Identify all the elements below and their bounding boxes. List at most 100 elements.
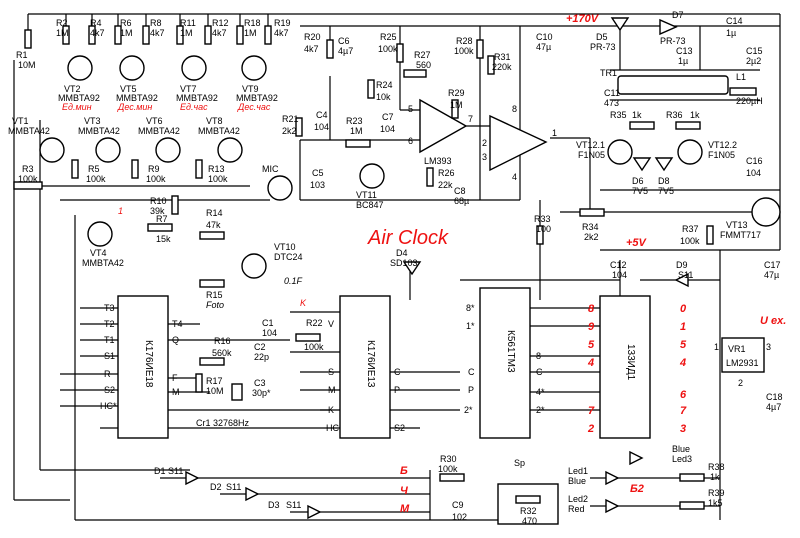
- c2-ref: C2: [254, 342, 266, 352]
- ic1-name: К176ИЕ18: [143, 340, 154, 388]
- resistor-r23-body: [345, 139, 371, 148]
- amp-pin-4: 4: [512, 172, 517, 182]
- lm393-label: LM393: [424, 156, 452, 166]
- ic1-pin-t3: T3: [104, 303, 115, 313]
- d4-ref: D4: [396, 248, 408, 258]
- r19-ref: R19: [274, 18, 291, 28]
- ic3-k561tm3-body: [479, 287, 531, 439]
- vt9-ref: VT9: [242, 84, 259, 94]
- microphone-symbol: [267, 175, 293, 201]
- c17-ref: C17: [764, 260, 781, 270]
- r36-ref: R36: [666, 110, 683, 120]
- r34-value: 2k2: [584, 232, 599, 242]
- resistor-r15-body: [199, 279, 225, 288]
- vt8-ref: VT8: [206, 116, 223, 126]
- c7-value: 104: [380, 124, 395, 134]
- resistor-r12-body: [204, 25, 212, 45]
- r31-ref: R31: [494, 52, 511, 62]
- mid-transistor-group: [13, 137, 321, 401]
- zener-d8-symbol: [654, 157, 674, 172]
- r16-ref: R16: [214, 336, 231, 346]
- r35-ref: R35: [610, 110, 627, 120]
- resistor-r5-body: [71, 159, 79, 179]
- diode-d5-symbol: [610, 17, 630, 32]
- ic1-pin-q: Q: [172, 335, 179, 345]
- d5-part: PR-73: [590, 42, 616, 52]
- resistor-r20-body: [326, 39, 334, 59]
- c10-value: 47µ: [536, 42, 551, 52]
- r39-ref: R39: [708, 488, 725, 498]
- c16-ref: C16: [746, 156, 763, 166]
- ic4-pin-right-7: 7: [680, 405, 687, 417]
- r21-value: 2k2: [282, 126, 297, 136]
- vr1-part: LM2931: [726, 358, 759, 368]
- ic4-pin-right-4: 4: [679, 357, 686, 369]
- vt11-ref: VT11: [356, 190, 377, 200]
- r14-ref: R14: [206, 208, 223, 218]
- r24-value: 10k: [376, 92, 391, 102]
- lm393-opamp-a: [419, 98, 468, 154]
- vt12-1-ref: VT12.1: [576, 140, 605, 150]
- ic1-pin-s2: S2: [104, 385, 115, 395]
- d5-ref: D5: [596, 32, 608, 42]
- d8-value: 7V5: [658, 186, 674, 196]
- vt8-part: MMBTA42: [198, 126, 240, 136]
- resistor-r7-body: [147, 223, 173, 232]
- r36-value: 1k: [690, 110, 700, 120]
- resistor-r29-body: [451, 99, 459, 119]
- r4-ref: R4: [90, 18, 102, 28]
- r7-value: 15k: [156, 234, 171, 244]
- inductor-l1-body: [729, 87, 757, 96]
- voltage-uex-label: U ex.: [760, 315, 786, 327]
- r19-value: 4k7: [274, 28, 289, 38]
- r6-value: 1M: [120, 28, 133, 38]
- resistor-r4-body: [88, 25, 96, 45]
- ic4-pin-right-3: 3: [680, 423, 686, 435]
- vt9-part: MMBTA92: [236, 93, 278, 103]
- r39-value: 1k5: [708, 498, 723, 508]
- zener-d6-symbol: [632, 157, 652, 172]
- transistor-vt1-symbol: [39, 137, 65, 163]
- transistor-vt8-symbol: [217, 137, 243, 163]
- resistor-r13-body: [195, 159, 203, 179]
- ic4-name: 133ИД1: [625, 344, 636, 381]
- resistor-r28-body: [476, 39, 484, 59]
- resistor-r38-body: [679, 473, 705, 482]
- resistor-r21-body: [295, 117, 303, 137]
- ic3-pin-2s-left: 2*: [464, 405, 473, 415]
- diode-d2-symbol: [245, 486, 260, 502]
- r34-ref: R34: [582, 222, 599, 232]
- ic4-pin-left-4: 4: [587, 357, 594, 369]
- diode-d3-symbol: [307, 504, 322, 520]
- vt3-ref: VT3: [84, 116, 101, 126]
- r17-ref: R17: [206, 376, 223, 386]
- ic1-pin-s1: S1: [104, 351, 115, 361]
- c9-value: 102: [452, 512, 467, 522]
- r8-ref: R8: [150, 18, 162, 28]
- d7-part: PR-73: [660, 36, 686, 46]
- voltage-hv-label: +170V: [566, 13, 600, 25]
- ic3-pin-8s: 8*: [466, 303, 475, 313]
- r37-ref: R37: [682, 224, 699, 234]
- transistor-vt3-symbol: [95, 137, 121, 163]
- vt13-part: FMMT717: [720, 230, 761, 240]
- key-k-label: K: [300, 298, 307, 308]
- c16-value: 104: [746, 168, 761, 178]
- r1-value: 10M: [18, 60, 36, 70]
- c8-ref: C8: [454, 186, 466, 196]
- resistor-r25-body: [396, 43, 404, 63]
- amp-pin-5: 5: [408, 104, 413, 114]
- r11-ref: R11: [180, 18, 196, 28]
- vr1-ref: VR1: [728, 344, 746, 354]
- r23-value: 1M: [350, 126, 363, 136]
- resistor-r17-body: [195, 373, 203, 393]
- c13-value: 1µ: [678, 56, 688, 66]
- r37-value: 100k: [680, 236, 700, 246]
- ic3-pin-2s: 2*: [536, 405, 545, 415]
- amp-pin-6: 6: [408, 136, 413, 146]
- resistor-r19-body: [264, 25, 272, 45]
- c17-value: 47µ: [764, 270, 779, 280]
- c11-value: 473: [604, 98, 619, 108]
- r21-ref: R21: [282, 114, 299, 124]
- ic4-pin-right-0: 0: [680, 303, 687, 315]
